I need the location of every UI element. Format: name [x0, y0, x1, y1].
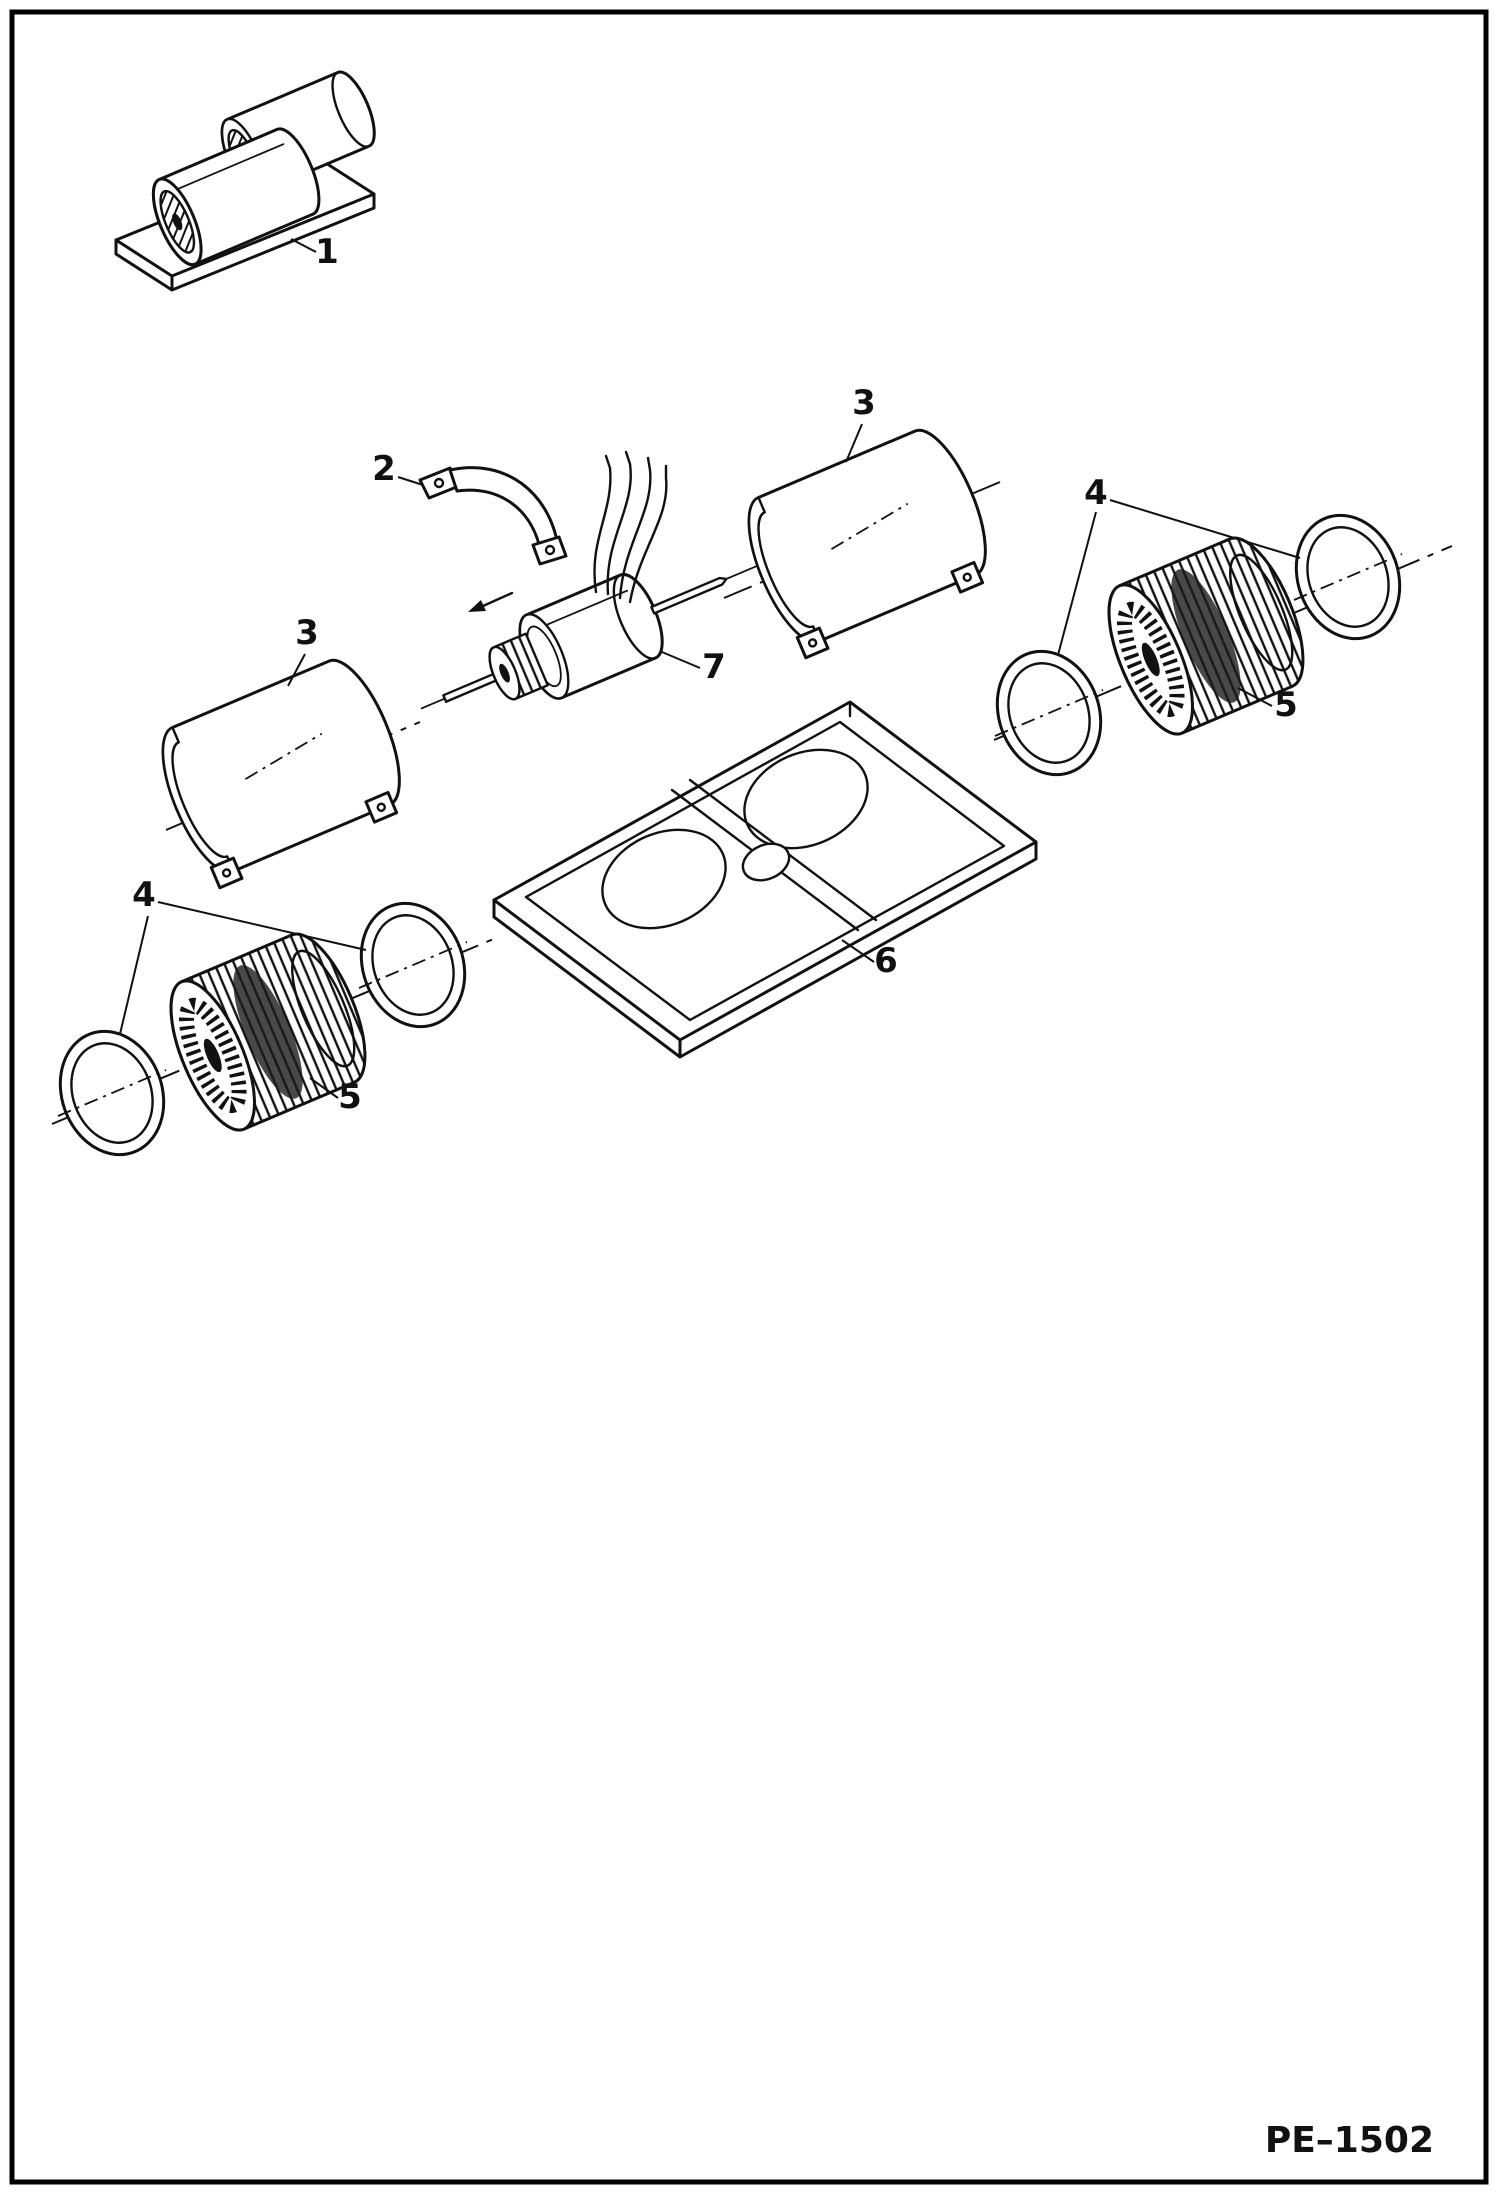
callout-7: 7 [702, 647, 726, 687]
housing-base [492, 700, 1038, 1059]
callout-2: 2 [372, 449, 396, 489]
callout-4-right: 4 [1084, 473, 1108, 513]
housing-half-upper [731, 418, 1008, 663]
page-border [9, 9, 1489, 2185]
callout-5-left: 5 [338, 1077, 362, 1117]
callout-1: 1 [315, 232, 339, 272]
motor-wires [593, 450, 668, 604]
blower-assembly-complete [114, 70, 376, 292]
motor-strap [418, 466, 568, 566]
assembly-direction-arrow [468, 591, 514, 612]
callout-3-upper: 3 [852, 383, 876, 423]
callout-leaders [119, 238, 1301, 1099]
callout-5-right: 5 [1274, 685, 1298, 725]
callout-3-lower: 3 [295, 613, 319, 653]
housing-half-lower [145, 648, 422, 893]
reference-code: PE–1502 [1265, 2120, 1434, 2161]
seal-center-marks [57, 553, 1403, 1117]
motor [420, 565, 757, 710]
callout-4-left: 4 [132, 875, 156, 915]
callout-6: 6 [874, 941, 898, 981]
